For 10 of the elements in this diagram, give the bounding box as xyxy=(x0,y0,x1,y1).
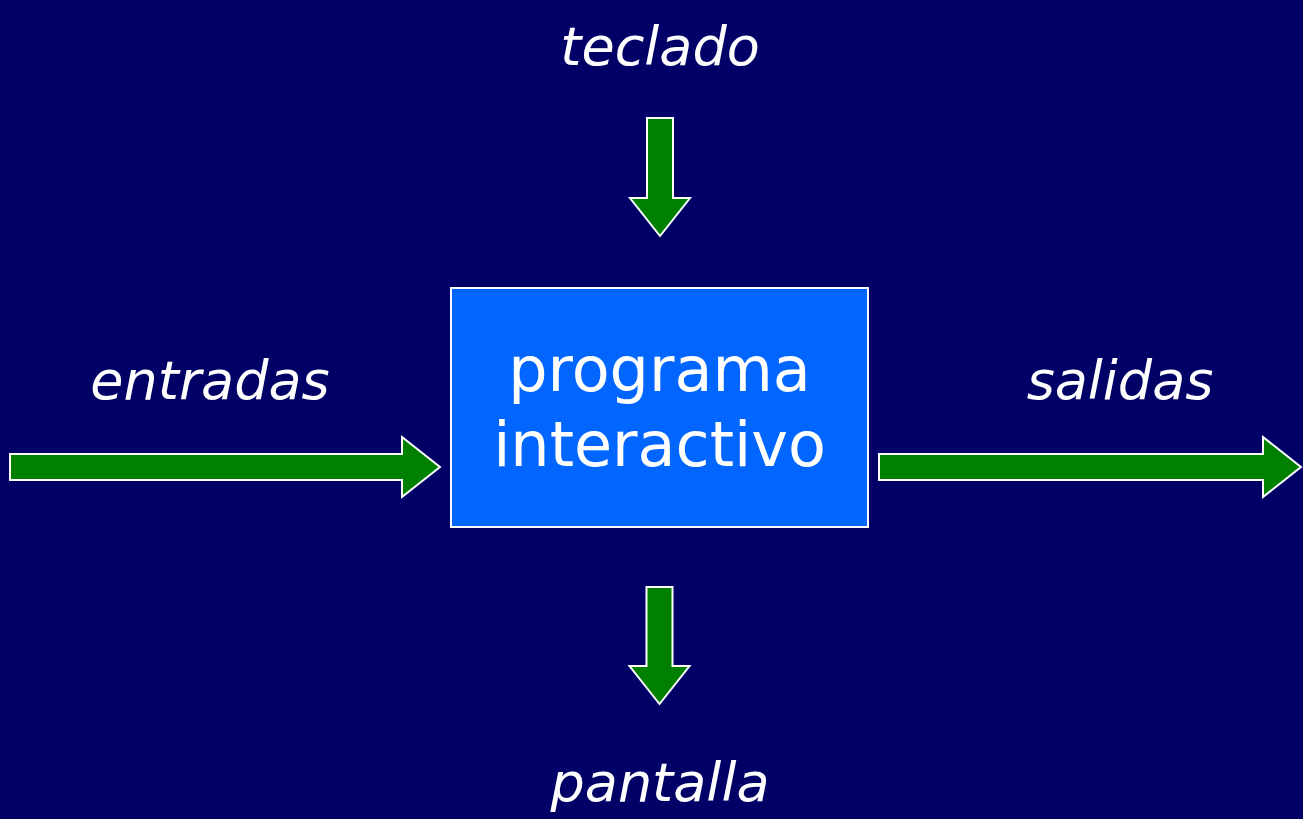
process-box xyxy=(450,287,869,528)
edge-label: salidas xyxy=(1026,348,1214,412)
node-label: programa interactivo xyxy=(492,333,827,482)
block-arrow xyxy=(627,117,693,238)
block-arrow xyxy=(878,434,1303,500)
node-label: teclado xyxy=(560,14,760,78)
block-arrow xyxy=(627,586,692,706)
node-label: pantalla xyxy=(550,750,770,814)
block-arrow xyxy=(9,434,442,500)
edge-label: entradas xyxy=(90,348,330,412)
